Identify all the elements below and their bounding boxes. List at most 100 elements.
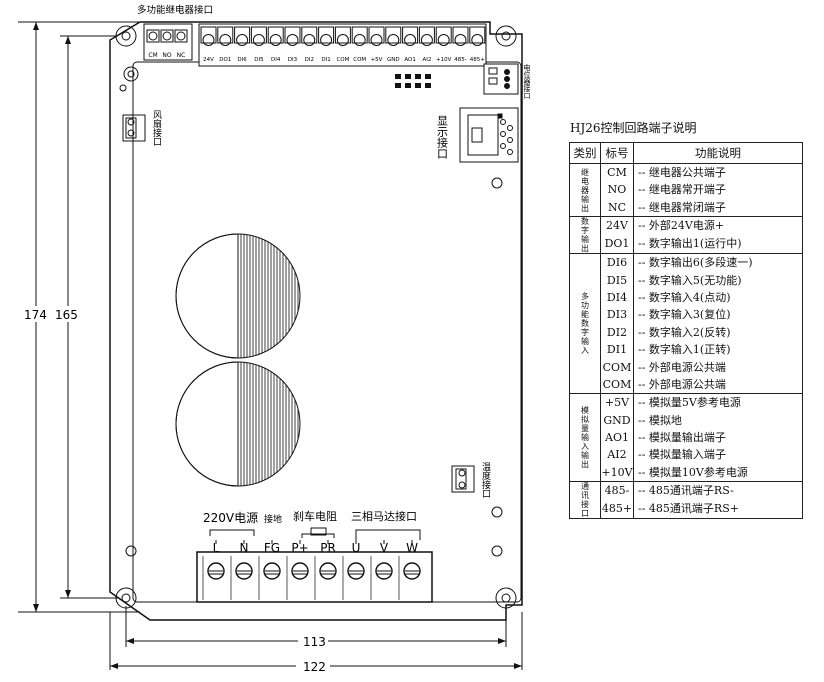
relay-pin-label: CM xyxy=(148,52,157,59)
category-cell: 模拟量输入输出 xyxy=(569,393,601,483)
control-pin-label: GND xyxy=(387,57,400,63)
control-pin-screw xyxy=(420,34,433,46)
signal-label: 24V xyxy=(606,219,628,233)
power-terminals xyxy=(202,556,421,600)
function-description: -- 数字输入1(正转) xyxy=(638,343,731,357)
function-description: -- 数字输入2(反转) xyxy=(638,325,731,339)
power-terminal-block xyxy=(196,551,433,603)
signal-label: DI4 xyxy=(606,290,628,304)
signal-label: NC xyxy=(607,200,627,214)
function-cell: -- 模拟量5V参考电源-- 模拟地-- 模拟量输出端子-- 模拟量输入端子--… xyxy=(633,393,803,483)
control-pin-label: DI3 xyxy=(288,57,298,63)
category-cell: 数字输出 xyxy=(569,216,601,255)
function-description: -- 数字输出1(运行中) xyxy=(638,236,742,250)
header-signal: 标号 xyxy=(600,142,634,164)
control-pin-screw xyxy=(454,34,467,46)
signal-label: COM xyxy=(602,360,632,374)
function-description: -- 外部24V电源+ xyxy=(638,219,725,233)
fan-label: 风扇接口 xyxy=(151,110,162,146)
power-terminal-label: N xyxy=(240,541,249,555)
capacitor-top xyxy=(175,233,301,359)
display-label: 显示接口 xyxy=(436,115,449,159)
power-terminal-label: U xyxy=(352,541,361,555)
function-description: -- 模拟量输出端子 xyxy=(638,431,726,445)
power-terminal-label: V xyxy=(380,541,389,555)
function-description: -- 外部电源公共端 xyxy=(638,360,726,374)
header-chips xyxy=(395,74,431,88)
category-cell: 继电器输出 xyxy=(569,162,601,218)
function-description: -- 模拟地 xyxy=(638,413,682,427)
motor-label: 三相马达接口 xyxy=(351,510,417,523)
control-pin-screw xyxy=(353,34,366,46)
header-category: 类别 xyxy=(569,142,601,164)
control-pin-screw xyxy=(236,34,249,46)
function-description: -- 数字输出6(多段速一) xyxy=(638,256,753,270)
function-cell: -- 485通讯端子RS- -- 485通讯端子RS+ xyxy=(633,481,803,520)
control-pin-screw xyxy=(471,34,484,46)
signal-label: DI1 xyxy=(606,343,628,357)
control-pin-screw xyxy=(219,34,232,46)
category-label: 模拟量输入输出 xyxy=(581,406,589,470)
signal-label: NO xyxy=(607,183,627,197)
signal-label: DO1 xyxy=(604,236,630,250)
mount-holes xyxy=(115,25,517,609)
relay-pin-screw xyxy=(162,31,172,41)
fan-connector xyxy=(122,114,146,142)
table-group-row: 继电器输出 CM NO NC -- 继电器公共端子-- 继电器常开端子-- 继电器常闭端… xyxy=(569,162,803,218)
dim-width-outer: 122 xyxy=(303,660,326,674)
function-description: -- 继电器公共端子 xyxy=(638,166,726,179)
function-description: -- 数字输入4(点动) xyxy=(638,290,731,304)
control-pin-label: 24V xyxy=(203,57,214,63)
control-pin-label: 485- xyxy=(454,57,466,63)
category-label: 继电器输出 xyxy=(581,167,589,213)
function-description: -- 数字输入5(无功能) xyxy=(638,273,742,287)
ground-label: 接地 xyxy=(264,513,282,525)
control-pin-label: 485+ xyxy=(470,57,485,63)
header-function: 功能说明 xyxy=(633,142,803,164)
function-cell: -- 继电器公共端子-- 继电器常开端子-- 继电器常闭端子 xyxy=(633,162,803,218)
signal-label: +5V xyxy=(604,396,630,410)
signal-label: 485- xyxy=(604,484,630,498)
control-pin-screw xyxy=(202,34,215,46)
control-pin-screw xyxy=(387,34,400,46)
control-pin-label: DO1 xyxy=(219,57,231,63)
relay-pin-label: NO xyxy=(162,52,171,59)
function-description: -- 数字输入3(复位) xyxy=(638,308,731,322)
function-description: -- 485通讯端子RS- xyxy=(638,484,734,498)
category-label: 数字输出 xyxy=(581,217,589,254)
category-cell: 多功能数字输入 xyxy=(569,253,601,395)
control-pin-label: AO1 xyxy=(404,57,416,63)
relay-pin-screw xyxy=(148,31,158,41)
category-label: 多功能数字输入 xyxy=(581,292,589,356)
signal-label: DI2 xyxy=(606,325,628,339)
signal-label: CM xyxy=(607,166,627,179)
category-cell: 通讯接口 xyxy=(569,481,601,520)
control-pin-label: DI6 xyxy=(237,57,247,63)
signal-label: AI2 xyxy=(607,448,627,462)
terminal-brackets xyxy=(209,527,421,540)
control-pin-screw xyxy=(252,34,265,46)
signal-label: DI5 xyxy=(606,273,628,287)
control-pin-screw xyxy=(269,34,282,46)
dim-height-inner: 165 xyxy=(55,308,78,322)
function-description: -- 485通讯端子RS+ xyxy=(638,501,739,515)
function-cell: -- 数字输出6(多段速一) -- 数字输入5(无功能) -- 数字输入4(点动) -… xyxy=(633,253,803,395)
control-pin-screw xyxy=(370,34,383,46)
relay-pin-screw xyxy=(176,31,186,41)
control-pin-label: DI1 xyxy=(321,57,330,63)
brake-label: 刹车电阻 xyxy=(293,509,337,523)
control-pin-screw xyxy=(336,34,349,46)
display-connector xyxy=(459,107,519,163)
signal-label: 485+ xyxy=(601,501,633,515)
control-pin-label: DI4 xyxy=(271,57,281,63)
table-title: HJ26控制回路端子说明 xyxy=(570,121,697,135)
relay-header-label: 多功能继电器接口 xyxy=(137,4,213,16)
